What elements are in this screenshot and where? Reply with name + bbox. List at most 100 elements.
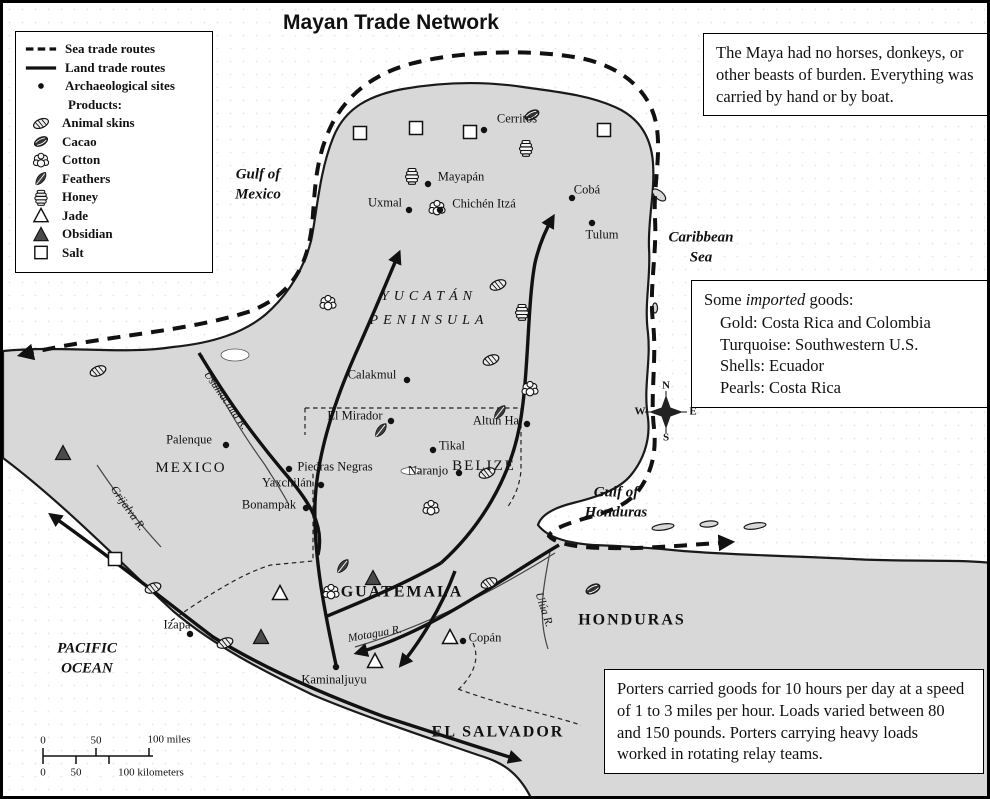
salt-icon: [596, 122, 612, 138]
legend-sea-route-label: Sea trade routes: [65, 41, 156, 57]
feathers-icon: [337, 559, 349, 574]
cotton-icon: [322, 583, 340, 600]
legend-sites-label: Archaeological sites: [65, 78, 175, 94]
map-canvas: [3, 50, 987, 796]
laguna-de-terminos: [220, 348, 250, 362]
site-dot: [403, 376, 411, 384]
site-dot: [285, 465, 293, 473]
imported-header-em: imported: [745, 290, 806, 309]
legend-product-label: Animal skins: [62, 115, 135, 131]
feathers-icon: [375, 423, 387, 438]
legend-product-row: Animal skins: [24, 114, 206, 133]
imported-goods-item: Gold: Costa Rica and Colombia: [720, 312, 931, 332]
imported-goods-item: Turquoise: Southwestern U.S.: [720, 334, 919, 354]
cotton-icon: [521, 380, 539, 397]
site-dot: [332, 663, 340, 671]
callout-imported-goods: Some imported goods: Gold: Costa Rica an…: [691, 280, 987, 408]
legend-product-label: Cacao: [62, 133, 97, 149]
cacao-icon: [585, 583, 601, 595]
lake-peten: [400, 467, 422, 475]
animal-skins-icon: [480, 577, 498, 589]
cotton-icon: [32, 152, 50, 168]
compass-rose-icon: [645, 391, 687, 433]
honey-icon: [514, 303, 530, 321]
ulua-river: [541, 551, 551, 650]
honey-icon: [518, 139, 534, 157]
sea-route-icon: [25, 47, 57, 51]
legend-product-row: Cotton: [24, 151, 206, 170]
honey-icon: [34, 189, 48, 206]
legend-land-route-label: Land trade routes: [65, 59, 166, 75]
site-dot: [302, 504, 310, 512]
legend-product-label: Honey: [62, 189, 99, 205]
imported-header-post: goods:: [805, 290, 854, 309]
site-dot: [436, 206, 444, 214]
animal-skins-icon: [482, 354, 500, 366]
callout-porters: Porters carried goods for 10 hours per d…: [604, 669, 984, 775]
legend-land-route-row: Land trade routes: [24, 59, 206, 78]
salt-icon: [34, 245, 48, 260]
feathers-icon: [35, 172, 47, 186]
site-dot-icon: [38, 83, 44, 90]
obsidian-icon: [54, 444, 72, 461]
callout-no-beasts: The Maya had no horses, donkeys, or othe…: [703, 33, 987, 117]
legend-product-row: Cacao: [24, 133, 206, 152]
legend-sites-row: Archaeological sites: [24, 77, 206, 96]
animal-skins-icon: [478, 467, 496, 479]
animal-skins-icon: [89, 365, 107, 377]
imported-goods-header: Some imported goods:: [704, 289, 976, 311]
site-dot: [387, 417, 395, 425]
animal-skins-icon: [489, 279, 507, 291]
jade-icon: [32, 207, 50, 223]
obsidian-icon: [364, 569, 382, 586]
animal-skins-icon: [33, 117, 49, 129]
site-dot: [480, 126, 488, 134]
site-dot: [424, 180, 432, 188]
legend-product-row: Obsidian: [24, 225, 206, 244]
imported-goods-item: Pearls: Costa Rica: [720, 378, 841, 398]
product-icons-layer: [54, 109, 612, 669]
salt-icon: [107, 551, 123, 567]
legend-product-row: Salt: [24, 244, 206, 263]
imported-goods-item: Shells: Ecuador: [720, 356, 825, 376]
legend-product-label: Feathers: [62, 170, 111, 186]
jade-icon: [271, 583, 289, 601]
legend-product-label: Salt: [62, 244, 84, 260]
cotton-icon: [319, 294, 337, 311]
salt-icon: [352, 125, 368, 141]
site-dot: [588, 219, 596, 227]
cotton-icon: [428, 199, 446, 216]
land-route-icon: [25, 66, 57, 70]
site-dot: [568, 194, 576, 202]
salt-icon: [462, 124, 478, 140]
callout-no-beasts-text: The Maya had no horses, donkeys, or othe…: [716, 43, 974, 106]
animal-skins-icon: [144, 582, 162, 594]
legend-product-row: Jade: [24, 207, 206, 226]
salt-icon: [408, 120, 424, 136]
map-title: Mayan Trade Network: [275, 11, 507, 35]
obsidian-icon: [252, 628, 270, 645]
site-dot: [523, 420, 531, 428]
site-dot: [317, 481, 325, 489]
cacao-icon: [33, 136, 49, 148]
legend-sea-route-row: Sea trade routes: [24, 40, 206, 59]
site-dot: [455, 469, 463, 477]
animal-skins-icon: [216, 637, 234, 649]
site-dot: [459, 637, 467, 645]
feathers-icon: [494, 405, 506, 420]
site-dot: [405, 206, 413, 214]
obsidian-icon: [32, 225, 50, 241]
site-dots-layer: [186, 126, 596, 671]
cacao-icon: [524, 109, 540, 121]
callout-porters-text: Porters carried goods for 10 hours per d…: [617, 679, 965, 764]
imported-header-pre: Some: [704, 290, 746, 309]
jade-icon: [366, 651, 384, 669]
cotton-icon: [422, 499, 440, 516]
honey-icon: [404, 167, 420, 185]
scale-bar: [42, 748, 153, 764]
legend-product-row: Feathers: [24, 170, 206, 189]
jade-icon: [441, 627, 459, 645]
